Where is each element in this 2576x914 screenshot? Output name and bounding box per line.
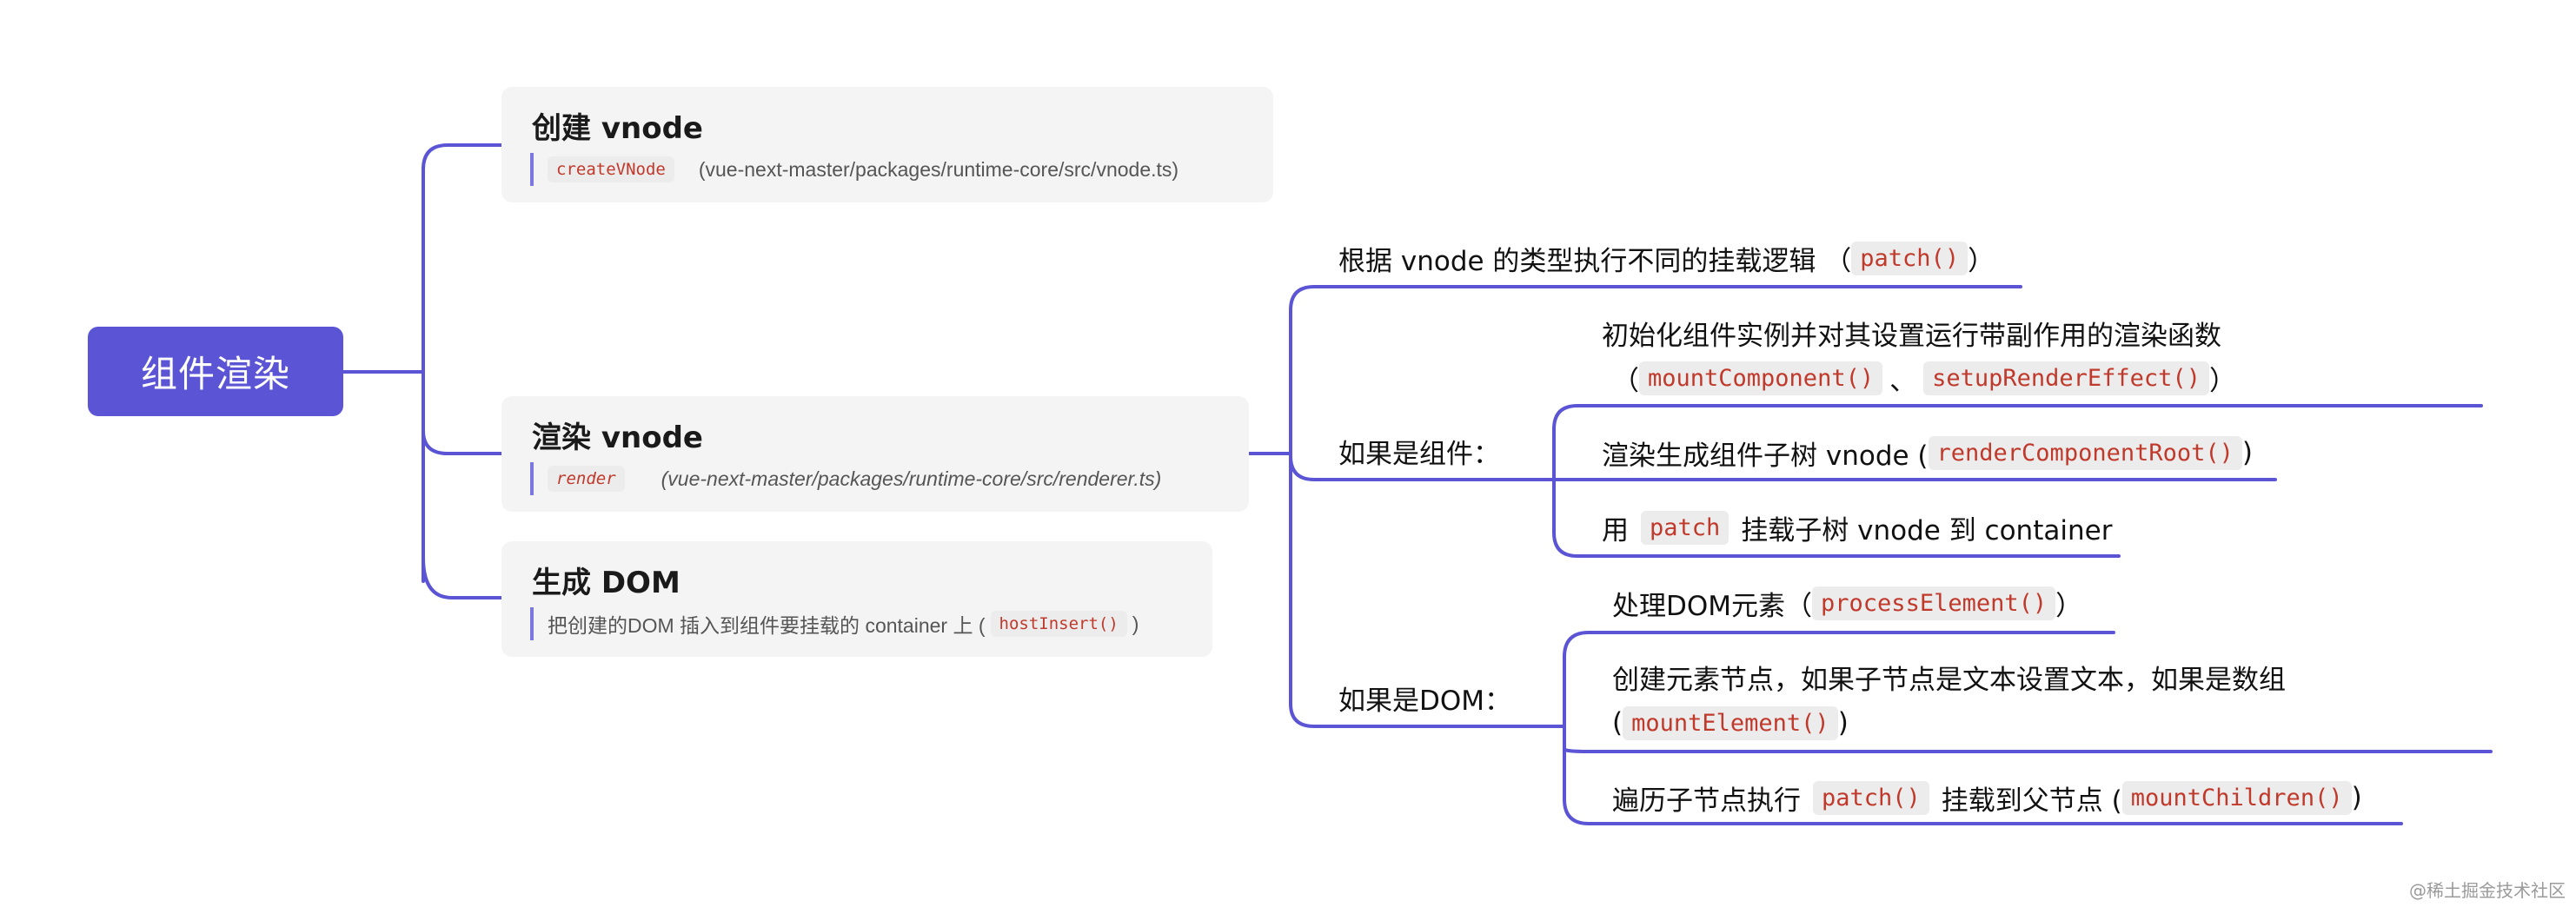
card-render-note: render (vue-next-master/packages/runtime… <box>530 462 1161 495</box>
dom-item2-code: mountElement() <box>1623 705 1838 740</box>
connector-component <box>1289 454 1556 481</box>
branch-patch-suffix: ） <box>1968 245 1995 277</box>
branch-component-label: 如果是组件： <box>1338 438 1500 470</box>
card-create-note: createVNode (vue-next-master/packages/ru… <box>530 153 1178 186</box>
connector-patch <box>1289 285 2022 312</box>
component-item1-sep: 、 <box>1889 365 1917 397</box>
card-create-title: 创建 vnode <box>532 111 703 146</box>
connector-dom-item2 <box>1563 747 2493 753</box>
branch-patch-code: patch() <box>1851 241 1969 275</box>
component-item2-suffix: ) <box>2241 437 2253 468</box>
card-dom-code: hostInsert() <box>990 611 1127 637</box>
root-node: 组件渲染 <box>88 327 343 416</box>
connector-comp-item3 <box>1552 531 2121 558</box>
dom-item1-suffix: ） <box>2055 590 2083 622</box>
connector-render <box>422 429 503 455</box>
card-render-vnode: 渲染 vnode render (vue-next-master/package… <box>501 396 1249 512</box>
dom-item2-line2: ( mountElement() ) <box>1612 705 1849 741</box>
connector-dom-item3 <box>1563 798 2403 825</box>
card-create-vnode: 创建 vnode createVNode (vue-next-master/pa… <box>501 87 1273 202</box>
component-item3-suffix: 挂载子树 vnode 到 container <box>1741 514 2113 546</box>
card-create-path: (vue-next-master/packages/runtime-core/s… <box>698 157 1179 181</box>
component-item1-code1: mountComponent() <box>1639 361 1883 395</box>
connector-dom-branch <box>1289 702 1566 728</box>
dom-item1-code: processElement() <box>1812 586 2056 620</box>
connector-create <box>422 143 503 171</box>
component-item1-line2: （ mountComponent() 、 setupRenderEffect()… <box>1612 360 2236 397</box>
component-item1-close: ） <box>2208 365 2236 397</box>
branch-dom-label: 如果是DOM： <box>1338 685 1512 717</box>
card-dom-note-suffix: ) <box>1132 612 1139 635</box>
dom-item1: 处理DOM元素（ processElement() ） <box>1612 585 2083 622</box>
component-item3: 用 patch 挂载子树 vnode 到 container <box>1602 509 2112 546</box>
component-item3-code: patch <box>1641 510 1730 545</box>
dom-item3-suffix: ) <box>2351 782 2362 813</box>
card-dom-title: 生成 DOM <box>532 566 681 600</box>
card-render-title: 渲染 vnode <box>532 421 703 455</box>
card-create-code: createVNode <box>548 156 674 182</box>
dom-item1-text: 处理DOM元素（ <box>1612 590 1813 622</box>
dom-item3-prefix: 遍历子节点执行 <box>1612 785 1801 817</box>
component-item1-code2: setupRenderEffect() <box>1923 361 2209 395</box>
card-render-code: render <box>548 466 625 492</box>
card-dom-note: 把创建的DOM 插入到组件要挂载的 container 上 ( hostInse… <box>530 607 1139 640</box>
component-item2-text: 渲染生成组件子树 vnode ( <box>1602 440 1929 472</box>
component-item1-line1: 初始化组件实例并对其设置运行带副作用的渲染函数 <box>1602 320 2221 352</box>
dom-item2-line1: 创建元素节点，如果子节点是文本设置文本，如果是数组 <box>1612 664 2286 696</box>
connector-dom <box>422 556 503 599</box>
dom-item2-open: ( <box>1612 707 1623 738</box>
branch-patch: 根据 vnode 的类型执行不同的挂载逻辑 （ patch() ） <box>1338 240 1995 277</box>
dom-item3: 遍历子节点执行 patch() 挂载到父节点 ( mountChildren()… <box>1612 779 2362 817</box>
component-item3-prefix: 用 <box>1602 514 1629 546</box>
card-dom-note-prefix: 把创建的DOM 插入到组件要挂载的 container 上 ( <box>548 614 986 637</box>
watermark: @稀土掘金技术社区 <box>2409 880 2566 901</box>
root-label: 组件渲染 <box>140 353 290 395</box>
card-generate-dom: 生成 DOM 把创建的DOM 插入到组件要挂载的 container 上 ( h… <box>501 541 1212 657</box>
dom-item3-middle: 挂载到父节点 ( <box>1941 785 2122 817</box>
component-item2-code: renderComponentRoot() <box>1928 435 2242 470</box>
dom-item3-code1: patch() <box>1813 780 1929 815</box>
branch-patch-text: 根据 vnode 的类型执行不同的挂载逻辑 （ <box>1338 245 1852 277</box>
component-item1-open: （ <box>1612 365 1639 397</box>
component-item2: 渲染生成组件子树 vnode ( renderComponentRoot() ) <box>1602 434 2253 472</box>
connector-dom-item1 <box>1563 631 2115 659</box>
dom-item2-close: ) <box>1837 707 1849 738</box>
connector-comp-item1 <box>1552 404 2483 431</box>
card-render-path: (vue-next-master/packages/runtime-core/s… <box>661 467 1162 490</box>
dom-item3-code2: mountChildren() <box>2121 780 2352 815</box>
